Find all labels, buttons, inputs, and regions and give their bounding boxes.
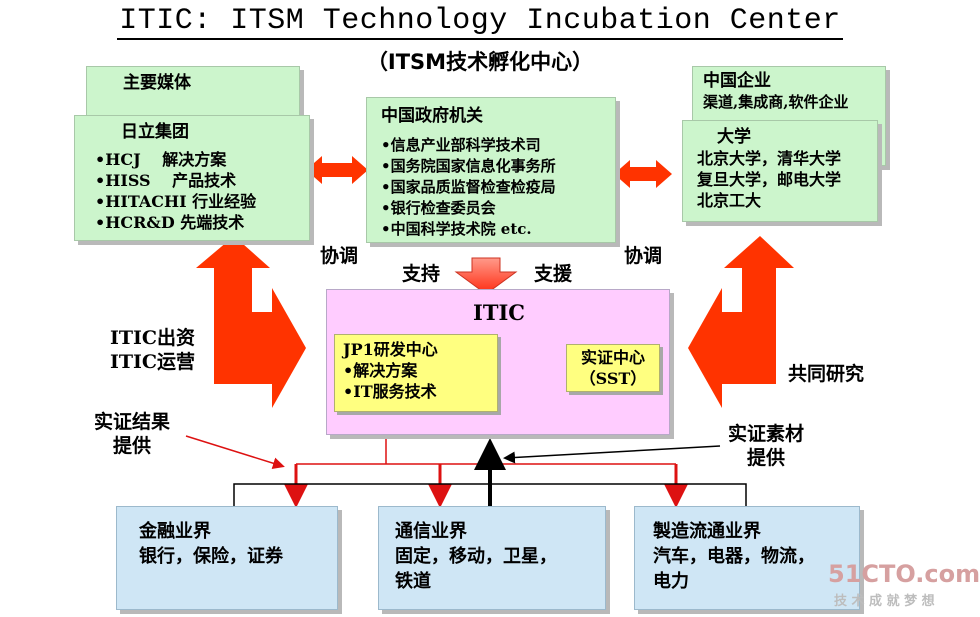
- hitachi-item: •HCR&D 先端技术: [95, 213, 245, 232]
- government-item: •信息产业部科学技术司: [381, 136, 541, 154]
- government-title: 中国政府机关: [381, 106, 483, 126]
- university-line: 北京工大: [697, 191, 762, 210]
- page-title-text: ITIC: ITSM Technology Incubation Center: [117, 4, 843, 40]
- jp1-line: •解决方案: [343, 361, 418, 380]
- coordinate-label-right: 协调: [624, 245, 663, 267]
- university-line: 复旦大学，邮电大学: [697, 170, 842, 189]
- page-title: ITIC: ITSM Technology Incubation Center: [0, 4, 960, 40]
- sst-line: （SST）: [579, 369, 647, 388]
- industry-line: 银行，保险，证券: [139, 546, 283, 567]
- enterprise-desc: 渠道,集成商,软件企业: [703, 93, 849, 111]
- government-box: 中国政府机关 •信息产业部科学技术司 •国务院国家信息化事务所 •国家品质监督检…: [366, 97, 616, 243]
- bent-arrow-right: [688, 236, 794, 408]
- hitachi-box: 日立集团 •HCJ 解决方案 •HISS 产品技术 •HITACHI 行业经验 …: [74, 115, 310, 241]
- provide-results-line: 实证结果: [93, 411, 170, 433]
- double-arrow-right: [614, 160, 672, 188]
- university-title: 大学: [717, 127, 751, 147]
- hitachi-item: •HITACHI 行业经验: [95, 192, 257, 211]
- connector-layer: [185, 156, 794, 508]
- aid-label: 支援: [534, 263, 573, 285]
- industry-title: 製造流通业界: [653, 521, 761, 542]
- media-title: 主要媒体: [123, 73, 191, 93]
- government-item: •国家品质监督检查检疫局: [381, 178, 556, 196]
- media-box: 主要媒体: [86, 66, 300, 116]
- watermark-slogan: 技 术 成 就 梦 想: [834, 594, 935, 609]
- industry-title: 通信业界: [395, 521, 467, 542]
- support-arrow: [454, 257, 518, 295]
- industry-line: 铁道: [395, 571, 431, 592]
- provide-material-line: 提供: [746, 447, 785, 469]
- provide-results-line: 提供: [112, 435, 151, 457]
- sst-box: 实证中心 （SST）: [566, 344, 660, 392]
- jp1-box: JP1研发中心 •解决方案 •IT服务技术: [334, 334, 498, 412]
- industry-line: 电力: [653, 571, 689, 592]
- jp1-line: •IT服务技术: [343, 382, 437, 401]
- enterprise-title: 中国企业: [703, 71, 771, 91]
- itic-title: ITIC: [473, 300, 525, 325]
- double-arrow-left: [306, 156, 368, 184]
- provide-results-label: 实证结果 提供: [84, 410, 180, 458]
- industry-box-finance: 金融业界 银行，保险，证券: [116, 506, 338, 610]
- industry-line: 汽车，电器，物流，: [653, 546, 815, 567]
- government-item: •中国科学技术院 etc.: [381, 220, 532, 238]
- support-label: 支持: [402, 263, 441, 285]
- provide-material-line: 实证素材: [727, 423, 804, 445]
- jp1-line: JP1研发中心: [343, 340, 438, 359]
- operate-label: ITIC运营: [110, 351, 196, 373]
- watermark-logo: 51CTO.com: [828, 560, 980, 588]
- university-box: 大学 北京大学，清华大学 复旦大学，邮电大学 北京工大: [682, 120, 878, 222]
- sst-line: 实证中心: [580, 348, 645, 367]
- hitachi-item: •HCJ 解决方案: [95, 150, 227, 169]
- provide-material-label: 实证素材 提供: [718, 422, 814, 470]
- coordinate-label-left: 协调: [320, 245, 359, 267]
- government-item: •国务院国家信息化事务所: [381, 157, 556, 175]
- government-item: •银行检查委员会: [381, 199, 496, 217]
- hitachi-title: 日立集团: [121, 122, 189, 142]
- joint-research-label: 共同研究: [788, 363, 865, 385]
- industry-title: 金融业界: [139, 521, 211, 542]
- invest-label: ITIC出资: [110, 327, 196, 349]
- industry-line: 固定，移动，卫星，: [395, 546, 557, 567]
- university-line: 北京大学，清华大学: [697, 149, 842, 168]
- hitachi-item: •HISS 产品技术: [95, 171, 237, 190]
- page-subtitle: （ITSM技术孵化中心）: [366, 50, 594, 74]
- industry-box-telecom: 通信业界 固定，移动，卫星， 铁道: [378, 506, 606, 610]
- industry-box-manufacturing: 製造流通业界 汽车，电器，物流， 电力: [634, 506, 860, 610]
- bent-arrow-left: [196, 236, 306, 408]
